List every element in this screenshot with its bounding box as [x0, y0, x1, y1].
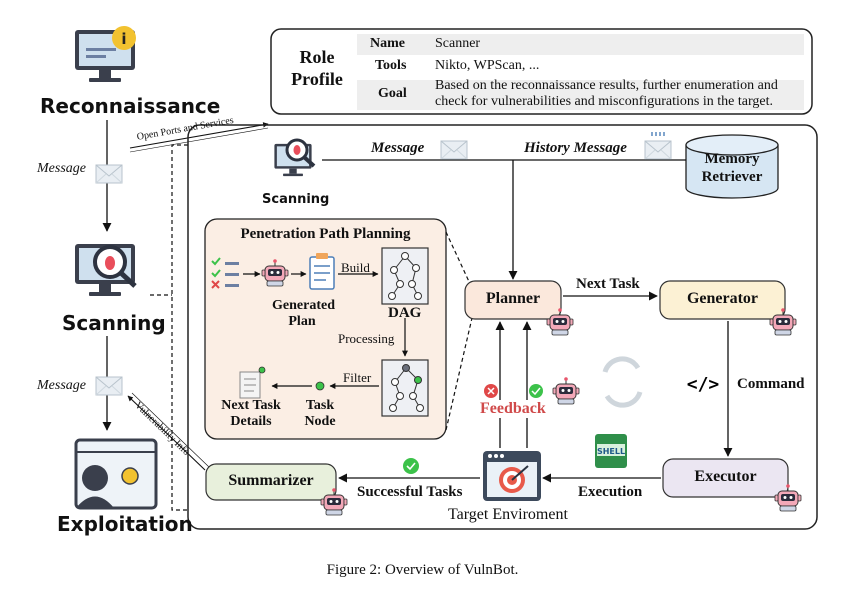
- command-label: Command: [737, 376, 805, 392]
- processing-label: Processing: [338, 331, 395, 346]
- dag-label: DAG: [388, 305, 422, 321]
- scanning-small-monitor-icon: [274, 138, 316, 177]
- reconnaissance-monitor-icon: i: [75, 26, 136, 82]
- filter-label: Filter: [343, 370, 372, 385]
- feedback-robot-icon: [552, 376, 580, 405]
- exploitation-label: Exploitation: [57, 512, 193, 536]
- planner-label: Planner: [485, 290, 541, 307]
- task-node-label: Task Node: [304, 398, 336, 429]
- task-node-icon: [315, 381, 325, 391]
- role-value-goal-2: check for vulnerabilities and misconfigu…: [435, 94, 773, 109]
- task-details-icon: [239, 366, 266, 399]
- task-list-icon: [211, 257, 239, 289]
- generator-label: Generator: [686, 290, 759, 307]
- shell-icon: SHELL: [595, 434, 627, 468]
- message-envelope-icon: [440, 140, 468, 160]
- build-label: Build: [341, 260, 370, 275]
- successful-tasks-check-icon: [403, 458, 419, 474]
- generated-plan-label: Generated Plan: [272, 298, 335, 329]
- filtered-dag-icon: [381, 359, 429, 417]
- scanning-small-label: Scanning: [262, 192, 330, 207]
- scanning-monitor-icon: [75, 244, 137, 296]
- executor-node: [662, 458, 789, 498]
- reconnaissance-label: Reconnaissance: [40, 94, 221, 118]
- memory-retriever-label: Memory Retriever: [701, 151, 763, 185]
- scanning-agent-container: [187, 124, 818, 530]
- left-message-label-2: Message: [37, 378, 86, 393]
- left-message-envelope-icon-1: [95, 164, 123, 184]
- scanning-label: Scanning: [62, 311, 166, 335]
- history-envelope-icon: [644, 140, 672, 160]
- dag-icon: [381, 247, 429, 305]
- shell-label: SHELL: [597, 447, 625, 456]
- message-label: Message: [371, 140, 425, 156]
- summarizer-label: Summarizer: [228, 472, 314, 489]
- role-value-tools: Nikto, WPScan, ...: [435, 58, 540, 73]
- target-environment-label: Target Enviroment: [448, 506, 568, 523]
- svg-text:i: i: [121, 30, 126, 48]
- planner-node: [464, 280, 562, 320]
- memory-retriever-cylinder: [685, 134, 779, 199]
- role-key-name: Name: [370, 36, 405, 51]
- role-value-name: Scanner: [435, 36, 481, 51]
- success-icon: [529, 384, 543, 398]
- role-profile-title: Role Profile: [291, 47, 343, 89]
- exploitation-icon: [74, 438, 158, 510]
- target-environment-icon: [483, 451, 541, 501]
- figure-caption: Figure 2: Overview of VulnBot.: [326, 562, 519, 578]
- next-task-label: Next Task: [576, 276, 640, 292]
- next-task-details-label: Next Task Details: [221, 398, 281, 429]
- role-key-goal: Goal: [378, 86, 407, 101]
- executor-label: Executor: [694, 468, 757, 485]
- left-message-label-1: Message: [37, 161, 86, 176]
- left-message-envelope-icon-2: [95, 376, 123, 396]
- history-message-label: History Message: [524, 140, 627, 156]
- generator-node: [659, 280, 786, 320]
- code-icon: </>: [687, 374, 720, 395]
- summarizer-node: [205, 463, 337, 501]
- feedback-label: Feedback: [478, 400, 548, 418]
- ppp-title: Penetration Path Planning: [240, 226, 411, 242]
- plan-document-icon: [309, 253, 335, 290]
- role-value-goal-1: Based on the reconnaissance results, fur…: [435, 78, 778, 93]
- execution-label: Execution: [578, 484, 643, 500]
- refresh-icon: [602, 356, 643, 408]
- role-key-tools: Tools: [375, 58, 407, 73]
- successful-tasks-label: Successful Tasks: [357, 484, 463, 500]
